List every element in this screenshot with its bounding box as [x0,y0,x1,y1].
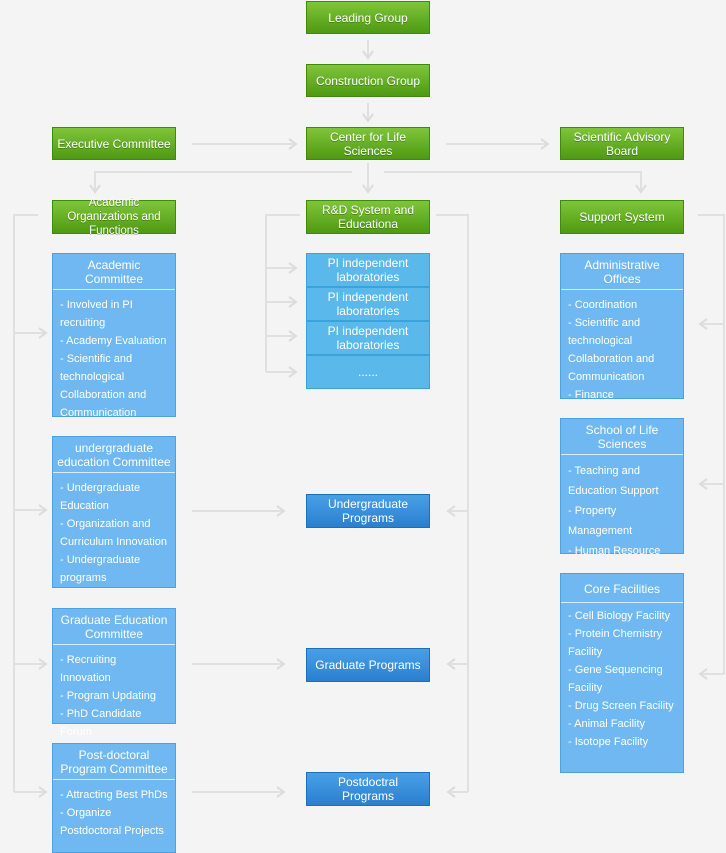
support-system-label: Support System [579,210,665,224]
academic-committee-item: - Scientific and technological Collabora… [60,353,147,419]
core-facility-item: - Cell Biology Facility [568,610,671,622]
postdoc-committee-title: Post-doctoral Program Committee [53,744,175,780]
executive-committee-node: Executive Committee [52,127,176,160]
advisory-board-node: Scientific Advisory Board [560,127,684,160]
undergraduate-committee-item: - Undergraduate Education [60,482,141,512]
undergraduate-committee-item: - Undergraduate programs [60,554,141,584]
postdoc-committee-item: - Organize Postdoctoral Projects [60,807,164,837]
undergraduate-programs-node: Undergraduate Programs [306,494,430,528]
core-facility-item: - Drug Screen Facility [568,700,674,712]
leading-group-node: Leading Group [306,1,430,34]
graduate-committee-title: Graduate Education Committee [53,609,175,645]
graduate-committee-item: - PhD Candidate Forum [60,708,142,738]
academic-committee-item: - Academy Evaluation [60,335,167,347]
executive-committee-label: Executive Committee [57,136,171,151]
undergraduate-committee-card: undergraduate education Committee - Unde… [52,436,176,588]
school-item: - Teaching and Education Support [568,465,659,497]
construction-group-label: Construction Group [315,73,421,88]
center-node: Center for Life Sciences [306,127,430,160]
core-facility-item: - Gene Sequencing Facility [568,664,663,694]
administrative-offices-item: - Coordination [568,299,638,311]
lab-box: PI independent laboratories [306,287,430,321]
school-of-life-sciences-card: School of Life Sciences - Teaching and E… [560,418,684,557]
core-facility-item: - Protein Chemistry Facility [568,628,663,658]
lab-box-more: ...... [306,355,430,389]
academic-committee-title: Academic Committee [53,254,175,290]
advisory-board-label: Scientific Advisory Board [573,129,671,158]
undergraduate-committee-item: - Organization and Curriculum Innovation [60,518,167,548]
graduate-programs-node: Graduate Programs [306,648,430,682]
leading-group-label: Leading Group [328,10,408,25]
rd-system-label: R&D System and Educationa [321,203,415,231]
postdoc-committee-card: Post-doctoral Program Committee - Attrac… [52,743,176,853]
administrative-offices-item: - Finance [568,389,614,401]
lab-box: PI independent laboratories [306,321,430,355]
graduate-committee-item: - Recruiting Innovation [60,654,117,684]
construction-group-node: Construction Group [306,64,430,97]
administrative-offices-item: - Scientific and technological Collabora… [568,317,655,383]
graduate-committee-card: Graduate Education Committee - Recruitin… [52,608,176,738]
lab-box: PI independent laboratories [306,253,430,287]
academic-organizations-label: Academic Organizations and Functions [67,197,161,237]
core-facilities-card: Core Facilities - Cell Biology Facility … [560,573,684,773]
postdoctoral-programs-node: Postdoctral Programs [306,772,430,806]
school-item: - Property Management [568,505,633,537]
rd-system-node: R&D System and Educationa [306,200,430,234]
core-facility-item: - Animal Facility [568,718,646,730]
center-label: Center for Life Sciences [329,129,407,158]
undergraduate-committee-title: undergraduate education Committee [53,437,175,473]
core-facility-item: - Isotope Facility [568,736,649,748]
academic-committee-card: Academic Committee - Involved in PI recr… [52,253,176,419]
administrative-offices-card: Administrative Offices - Coordination - … [560,253,684,401]
support-system-node: Support System [560,200,684,234]
administrative-offices-title: Administrative Offices [561,254,683,290]
school-of-life-sciences-title: School of Life Sciences [561,419,683,455]
academic-organizations-node: Academic Organizations and Functions [52,197,176,237]
graduate-committee-item: - Program Updating [60,690,156,702]
postdoc-committee-item: - Attracting Best PhDs [60,789,168,801]
core-facilities-title: Core Facilities [561,574,683,603]
school-item: - Human Resource [568,545,661,557]
academic-committee-item: - Involved in PI recruiting [60,299,133,329]
